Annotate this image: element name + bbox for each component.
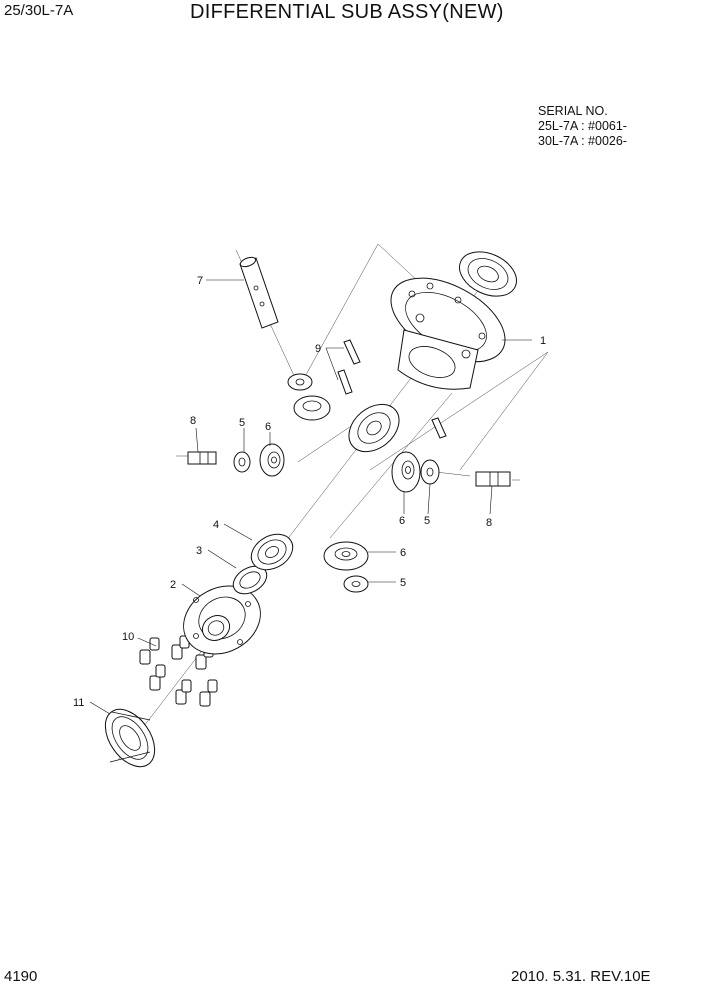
- serial-heading: SERIAL NO.: [538, 104, 608, 118]
- callout-1: 1: [540, 335, 546, 347]
- callout-10: 10: [122, 631, 134, 643]
- part-pinion-lower: [323, 541, 369, 571]
- part-case-half: [183, 585, 261, 655]
- callout-7: 7: [197, 275, 203, 287]
- callout-labels: 1 2 3 4 5 5 5 6 6 6 7 8 8 9 10 11: [73, 275, 546, 709]
- revision-date: 2010. 5.31. REV.10E: [511, 968, 651, 985]
- page-title: DIFFERENTIAL SUB ASSY(NEW): [190, 1, 504, 23]
- part-side-gear-lower: [250, 533, 294, 571]
- part-pinion-right: [391, 451, 421, 493]
- page-number: 4190: [4, 968, 38, 985]
- part-bearing-lower: [104, 708, 156, 768]
- part-washer-lower: [343, 575, 369, 593]
- part-bolts: [139, 635, 218, 707]
- callout-8-right: 8: [486, 517, 492, 529]
- part-washer-left: [233, 451, 251, 473]
- part-cross-shaft: [239, 256, 279, 329]
- part-differential-case: [390, 277, 506, 390]
- callout-3: 3: [196, 545, 202, 557]
- part-pinion-upper: [287, 373, 331, 421]
- callout-5-lower: 5: [400, 577, 406, 589]
- part-pin-right: [475, 471, 511, 487]
- part-thrust-washer: [232, 565, 268, 595]
- serial-number-block: SERIAL NO. 25L-7A : #0061- 30L-7A : #002…: [538, 104, 627, 149]
- callout-5-right: 5: [424, 515, 430, 527]
- part-bearing-upper: [459, 251, 517, 297]
- callout-6-lower: 6: [400, 547, 406, 559]
- serial-line-30l: 30L-7A : #0026-: [538, 134, 627, 148]
- callout-4: 4: [213, 519, 219, 531]
- callout-9: 9: [315, 343, 321, 355]
- callout-8-left: 8: [190, 415, 196, 427]
- part-pins: [337, 339, 447, 439]
- serial-line-25l: 25L-7A : #0061-: [538, 119, 627, 133]
- leader-lines: [89, 279, 532, 715]
- callout-5-left: 5: [239, 417, 245, 429]
- callout-6-left: 6: [265, 421, 271, 433]
- callout-11: 11: [73, 697, 84, 709]
- part-pin-left: [187, 451, 217, 465]
- part-side-gear-upper: [348, 403, 400, 453]
- callout-6-right: 6: [399, 515, 405, 527]
- model-code: 25/30L-7A: [4, 2, 74, 19]
- part-washer-right: [420, 459, 440, 485]
- callout-2: 2: [170, 579, 176, 591]
- part-pinion-left: [259, 443, 285, 477]
